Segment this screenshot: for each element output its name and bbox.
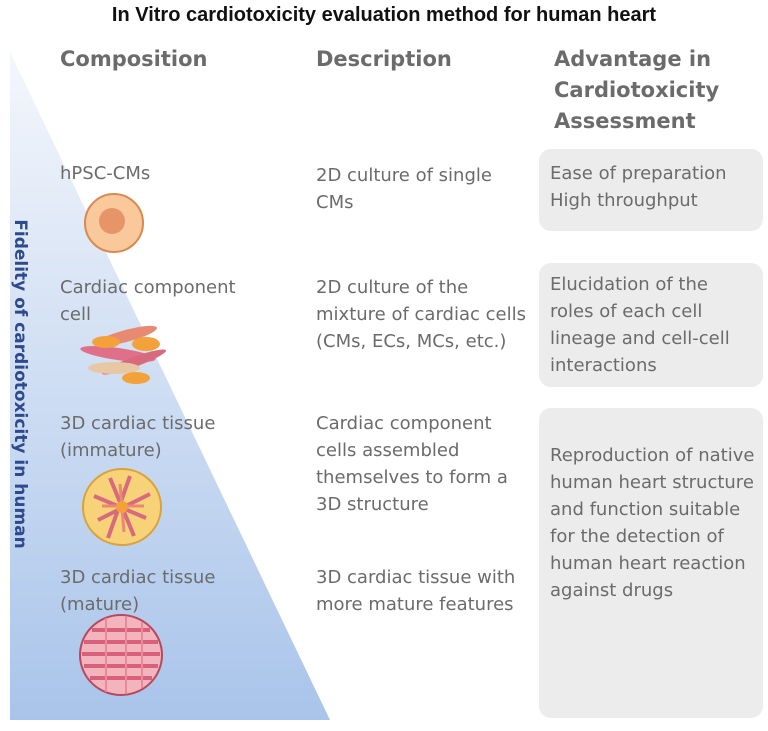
header-composition: Composition xyxy=(60,47,208,71)
mature-tissue-icon xyxy=(79,614,163,696)
header-advantage: Advantage in Cardiotoxicity Assessment xyxy=(554,47,720,133)
composition-3d-tissue-mature: 3D cardiac tissue (mature) xyxy=(60,567,216,615)
single-cardiomyocyte-icon xyxy=(84,193,144,253)
fidelity-axis-label: Fidelity of cardiotoxicity in human xyxy=(10,219,30,549)
description-3d-tissue-immature: Cardiac component cells assembled themse… xyxy=(316,413,508,515)
advantage-box-1 xyxy=(539,149,763,231)
advantage-box-3 xyxy=(539,408,763,718)
advantage-text-1: Ease of preparation High throughput xyxy=(550,163,727,211)
composition-hpsc-cms: hPSC-CMs xyxy=(60,163,151,184)
advantage-text-3: Reproduction of native human heart struc… xyxy=(550,445,755,601)
description-hpsc-cms: 2D culture of single CMs xyxy=(316,165,492,213)
description-3d-tissue-mature: 3D cardiac tissue with more mature featu… xyxy=(316,567,516,615)
immature-tissue-icon xyxy=(82,468,162,546)
composition-3d-tissue-immature: 3D cardiac tissue (immature) xyxy=(60,413,216,461)
composition-cardiac-component-cell: Cardiac component cell xyxy=(60,277,236,325)
mixed-cardiac-cells-icon xyxy=(80,325,166,384)
figure-title: In Vitro cardiotoxicity evaluation metho… xyxy=(111,4,657,26)
header-description: Description xyxy=(316,47,452,71)
description-cardiac-component-cell: 2D culture of the mixture of cardiac cel… xyxy=(316,277,526,352)
advantage-box-2 xyxy=(539,263,763,387)
advantage-text-2: Elucidation of the roles of each cell li… xyxy=(550,274,730,376)
